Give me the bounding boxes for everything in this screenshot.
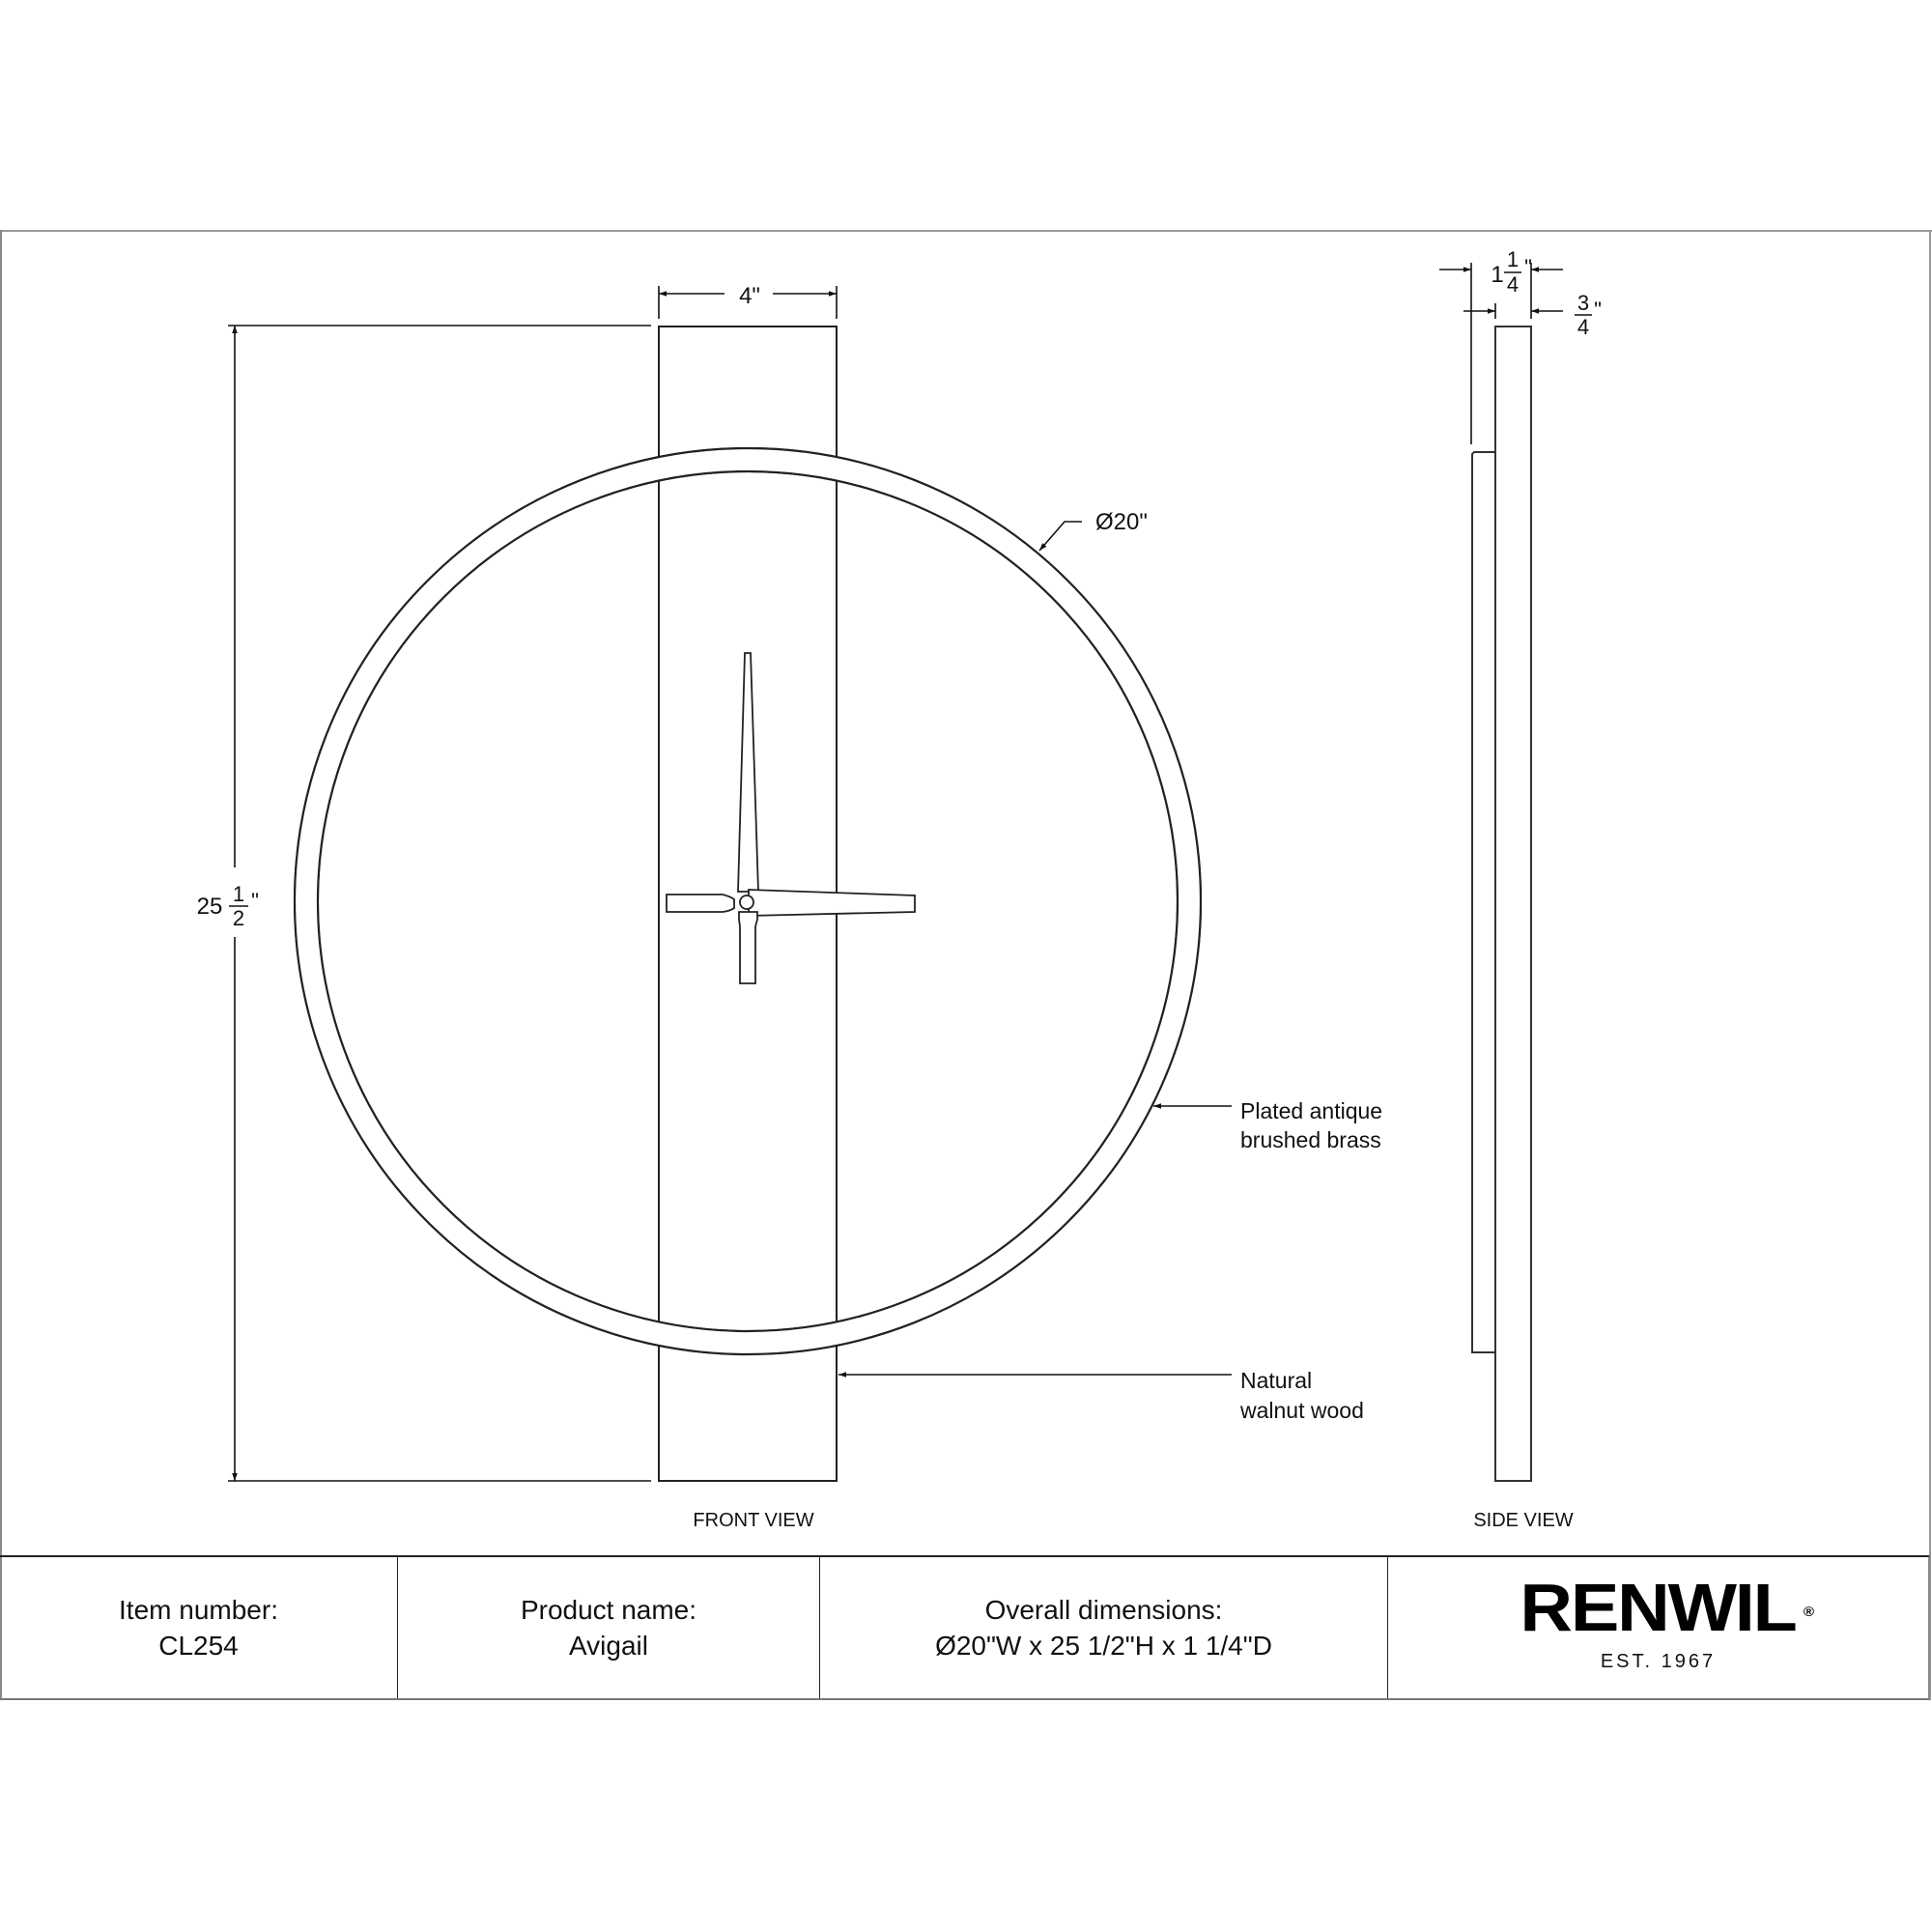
panel-material-line1: Natural: [1240, 1368, 1312, 1393]
svg-text:": ": [251, 889, 259, 913]
item-number-value: CL254: [158, 1631, 239, 1661]
overall-dimensions-value: Ø20"W x 25 1/2"H x 1 1/4"D: [935, 1631, 1272, 1661]
brand-logo-cell: RENWIL ® EST. 1967: [1388, 1557, 1928, 1698]
panel-material-line2: walnut wood: [1239, 1398, 1364, 1423]
side-depth-dimension: [1439, 263, 1563, 444]
product-name-value: Avigail: [569, 1631, 648, 1661]
item-number-label: Item number:: [119, 1595, 278, 1625]
front-view-label: FRONT VIEW: [693, 1510, 813, 1531]
svg-text:": ": [1594, 298, 1602, 322]
frame-border-left: [0, 230, 2, 1700]
product-name-label: Product name:: [520, 1595, 697, 1625]
svg-text:4: 4: [1507, 272, 1519, 297]
svg-text:2: 2: [233, 906, 244, 930]
brand-logo: RENWIL ®: [1520, 1574, 1815, 1641]
technical-drawing: 4" 25 1 2 " Ø20" Plated antique brushed …: [197, 247, 1602, 1531]
side-view-label: SIDE VIEW: [1473, 1510, 1573, 1531]
height-label: 25 1 2 ": [197, 882, 259, 930]
side-view: [1471, 326, 1532, 1482]
svg-text:": ": [1524, 255, 1532, 279]
frame-border-right: [1929, 230, 1931, 1700]
hand-counterweight-left: [666, 894, 735, 913]
item-number-cell: Item number: CL254: [0, 1557, 398, 1698]
diameter-leader: [1038, 521, 1082, 552]
frame-border-top: [0, 230, 1932, 232]
ring-material-line1: Plated antique: [1240, 1098, 1382, 1123]
svg-text:1: 1: [233, 882, 244, 906]
registered-mark-icon: ®: [1804, 1603, 1815, 1619]
brand-name: RENWIL: [1520, 1569, 1798, 1645]
hour-hand: [748, 889, 916, 917]
hand-tail-bottom: [738, 911, 758, 984]
side-ring-profile: [1471, 451, 1495, 1353]
svg-text:1: 1: [1507, 247, 1519, 271]
brand-tagline: EST. 1967: [1600, 1650, 1717, 1672]
svg-text:4: 4: [1577, 315, 1589, 339]
side-panel: [1494, 326, 1532, 1482]
overall-dimensions-cell: Overall dimensions: Ø20"W x 25 1/2"H x 1…: [820, 1557, 1388, 1698]
center-pin: [739, 895, 754, 910]
title-block: Item number: CL254 Product name: Avigail…: [0, 1555, 1930, 1700]
ring-material-line2: brushed brass: [1240, 1127, 1381, 1152]
svg-text:3: 3: [1577, 291, 1589, 315]
side-depth-label: 1 1 4 ": [1491, 247, 1532, 297]
diameter-label: Ø20": [1095, 509, 1148, 535]
clock-hands: [666, 652, 916, 984]
svg-text:25: 25: [197, 894, 223, 920]
ring-depth-label: 3 4 ": [1575, 291, 1602, 339]
panel-width-dimension: [658, 286, 838, 319]
height-dimension: [228, 325, 651, 1482]
svg-text:1: 1: [1491, 262, 1503, 288]
product-name-cell: Product name: Avigail: [398, 1557, 820, 1698]
overall-dimensions-label: Overall dimensions:: [984, 1595, 1223, 1625]
panel-width-label: 4": [739, 283, 760, 309]
